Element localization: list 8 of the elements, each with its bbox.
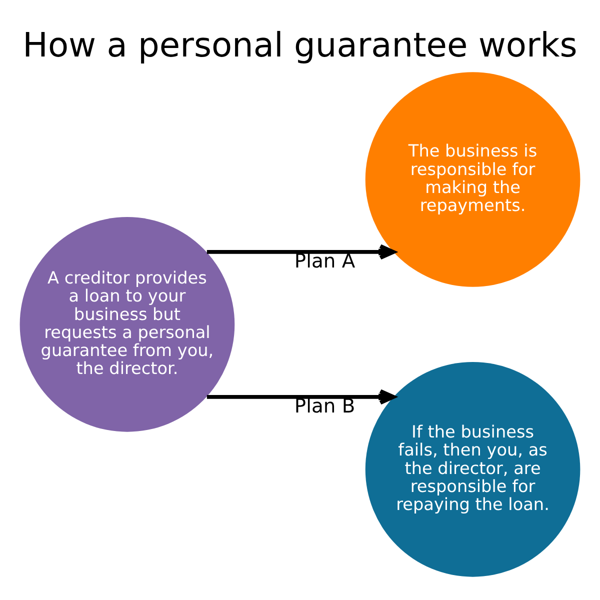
edge-label: Plan B [294, 394, 356, 417]
node-circle: If the business fails, then you, as the director, are responsible for repaying the loan. [365, 361, 580, 576]
arrow [206, 244, 396, 260]
edge-label: Plan A [294, 248, 356, 272]
node-circle: The business is responsible for making the repayments. [365, 72, 580, 286]
arrow [206, 388, 396, 404]
node-circle: A creditor provides a loan to your business but requests a personal guarantee from you, the director. [20, 216, 235, 432]
diagram-title: How a personal guarantee works [22, 24, 578, 64]
